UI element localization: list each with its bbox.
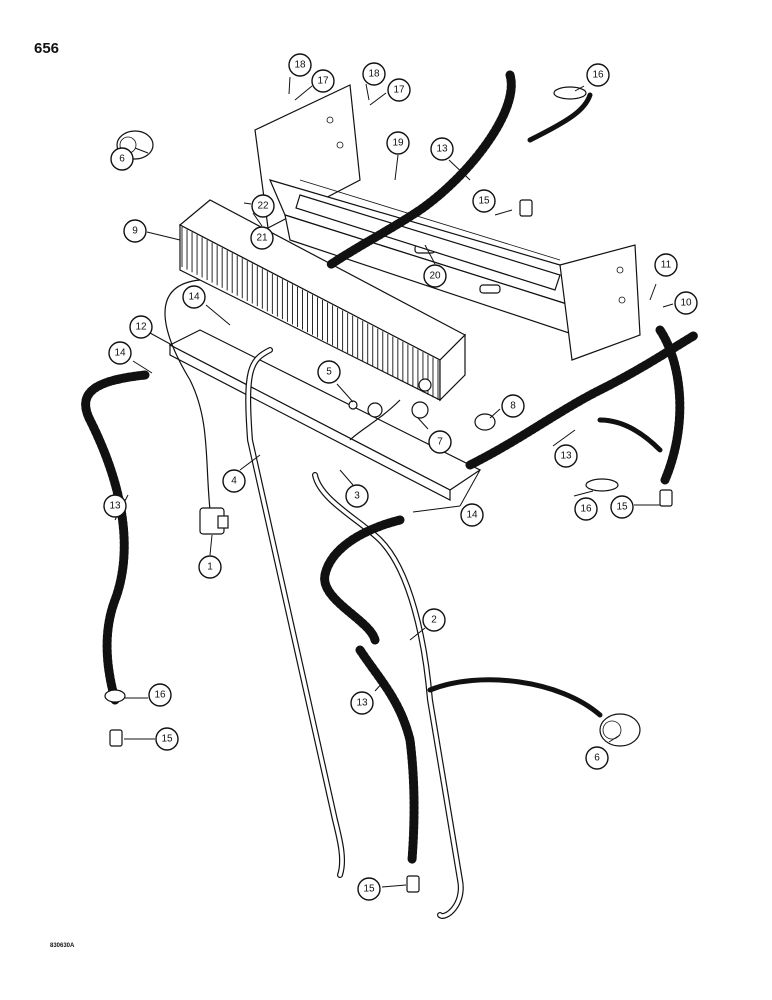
svg-text:13: 13	[356, 698, 368, 709]
callout-7: 7	[428, 430, 452, 454]
tape-roll	[116, 130, 641, 747]
svg-text:13: 13	[560, 451, 572, 462]
callout-5: 5	[317, 360, 341, 384]
callout-4: 4	[222, 469, 246, 493]
page-number: 656	[34, 40, 60, 57]
svg-text:5: 5	[326, 367, 332, 378]
callout-2: 2	[422, 608, 446, 632]
svg-text:15: 15	[363, 884, 375, 895]
callout-15-bottom: 15	[357, 877, 381, 901]
leader-lines	[114, 76, 674, 888]
callout-18-left: 18	[288, 53, 312, 77]
callout-16-left: 16	[148, 683, 172, 707]
svg-text:18: 18	[368, 69, 380, 80]
callout-22: 22	[251, 194, 275, 218]
callout-17-left: 17	[311, 69, 335, 93]
callout-14-lower: 14	[460, 503, 484, 527]
callout-18-right: 18	[362, 62, 386, 86]
callout-15-top: 15	[472, 189, 496, 213]
expansion-valve	[348, 378, 432, 441]
svg-text:9: 9	[132, 226, 138, 237]
thermostat-switch	[164, 279, 229, 535]
svg-text:8: 8	[510, 401, 516, 412]
callout-8: 8	[501, 394, 525, 418]
svg-text:17: 17	[393, 85, 405, 96]
callout-3: 3	[345, 484, 369, 508]
bracket	[295, 194, 561, 291]
callout-15-left: 15	[155, 727, 179, 751]
callout-20: 20	[423, 264, 447, 288]
hose-clamp	[104, 86, 663, 703]
callout-17-right: 17	[387, 78, 411, 102]
svg-text:15: 15	[616, 502, 628, 513]
svg-text:13: 13	[109, 501, 121, 512]
svg-text:16: 16	[592, 70, 604, 81]
svg-text:19: 19	[392, 138, 404, 149]
svg-text:14: 14	[114, 348, 126, 359]
svg-text:2: 2	[431, 615, 437, 626]
svg-text:7: 7	[437, 437, 443, 448]
svg-text:14: 14	[466, 510, 478, 521]
callout-16-right: 16	[574, 497, 598, 521]
svg-text:16: 16	[154, 690, 166, 701]
svg-text:14: 14	[188, 292, 200, 303]
figure-code: 830630A	[50, 943, 75, 949]
callout-13-right: 13	[554, 444, 578, 468]
hose-fitting	[109, 199, 673, 893]
callout-balloons: 1 2 3 4 5 6 6 7 8 9 10 11 12 13 13 13 13…	[103, 53, 698, 901]
callout-9: 9	[123, 219, 147, 243]
callout-13-left: 13	[103, 494, 127, 518]
callout-15-right: 15	[610, 495, 634, 519]
callout-14-left: 14	[108, 341, 132, 365]
callout-10: 10	[674, 291, 698, 315]
callout-6-bottom: 6	[585, 746, 609, 770]
refrigerant-tube-2	[312, 472, 464, 919]
svg-text:11: 11	[661, 260, 672, 271]
svg-text:12: 12	[135, 322, 147, 333]
heater-hose	[81, 70, 700, 865]
callout-16-top: 16	[586, 63, 610, 87]
callout-13-bottom: 13	[350, 691, 374, 715]
callout-6-top: 6	[110, 147, 134, 171]
svg-text:10: 10	[680, 298, 692, 309]
callout-14-upper: 14	[182, 285, 206, 309]
svg-text:15: 15	[161, 734, 173, 745]
refrigerant-tube-4	[245, 347, 346, 878]
svg-text:18: 18	[294, 60, 306, 71]
svg-text:6: 6	[119, 154, 125, 165]
callout-13-top: 13	[430, 137, 454, 161]
callout-19: 19	[386, 131, 410, 155]
svg-text:22: 22	[257, 201, 269, 212]
svg-text:6: 6	[594, 753, 600, 764]
callout-12: 12	[129, 315, 153, 339]
svg-text:13: 13	[436, 144, 448, 155]
svg-text:17: 17	[317, 76, 329, 87]
svg-text:4: 4	[231, 476, 237, 487]
svg-text:20: 20	[429, 271, 441, 282]
svg-text:21: 21	[256, 233, 268, 244]
callout-21: 21	[250, 226, 274, 250]
svg-text:3: 3	[354, 491, 360, 502]
callout-11: 11	[654, 253, 678, 277]
svg-text:1: 1	[207, 562, 213, 573]
svg-text:15: 15	[478, 196, 490, 207]
callout-1: 1	[198, 555, 222, 579]
svg-text:16: 16	[580, 504, 592, 515]
